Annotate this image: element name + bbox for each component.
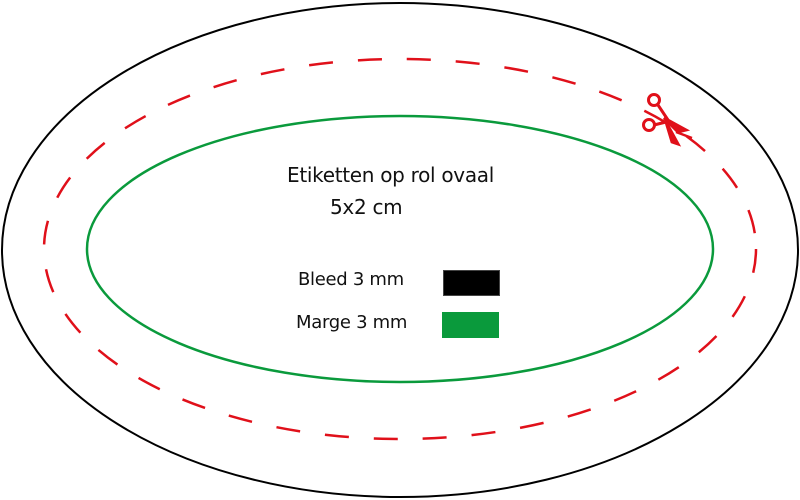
diagram-size: 5x2 cm [330,195,403,219]
legend-label-bleed: Bleed 3 mm [298,269,404,290]
legend-swatch-marge [442,312,499,338]
diagram-title: Etiketten op rol ovaal [287,163,494,187]
scissors-icon [632,82,693,147]
legend-swatch-bleed [443,270,500,296]
margin-outline [85,114,715,384]
legend-label-marge: Marge 3 mm [296,312,408,333]
cut-line [42,57,758,441]
